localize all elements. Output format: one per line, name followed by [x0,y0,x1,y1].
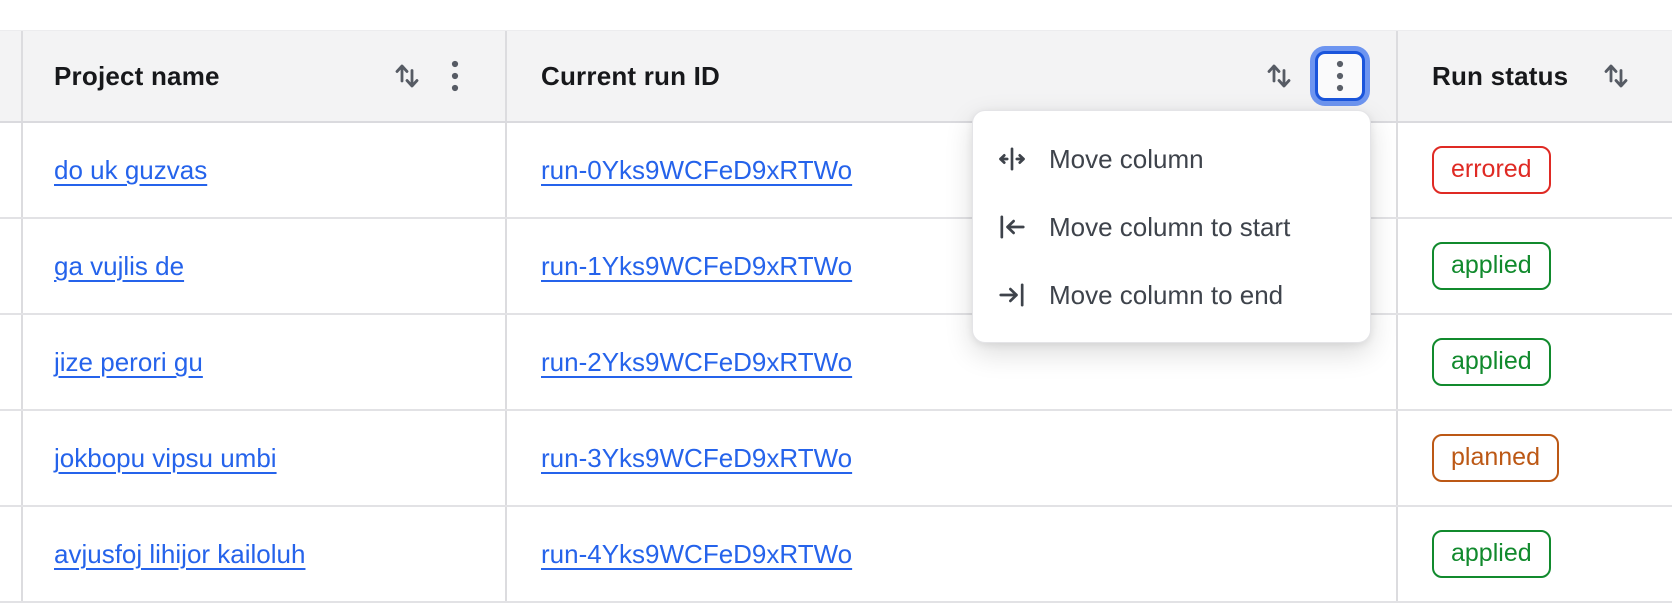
run-status-cell: errored [1398,123,1672,217]
menu-item-label: Move column to end [1049,279,1284,310]
run-id-cell: run-3Yks9WCFeD9xRTWo [507,411,1398,505]
status-badge: planned [1432,434,1559,482]
run-id-link[interactable]: run-2Yks9WCFeD9xRTWo [541,346,853,377]
run-status-cell: applied [1398,507,1672,601]
sort-icon[interactable] [393,61,421,91]
header-project-name: Project name [23,31,507,121]
run-id-cell: run-2Yks9WCFeD9xRTWo [507,315,1398,409]
sort-icon[interactable] [1265,61,1293,91]
project-link[interactable]: do uk guzvas [54,154,208,185]
table-row: jokbopu vipsu umbi run-3Yks9WCFeD9xRTWo … [0,411,1672,507]
table-row: avjusfoj lihijor kailoluh run-4Yks9WCFeD… [0,507,1672,603]
move-column-icon [997,144,1027,174]
run-id-cell: run-1Yks9WCFeD9xRTWo [507,219,1398,313]
project-name-cell: jokbopu vipsu umbi [23,411,507,505]
row-spacer-cell [0,315,23,409]
row-spacer-cell [0,219,23,313]
header-run-status: Run status [1398,31,1672,121]
menu-item-move-column-to-end[interactable]: Move column to end [973,261,1370,329]
menu-item-label: Move column to start [1049,211,1291,242]
run-id-link[interactable]: run-0Yks9WCFeD9xRTWo [541,154,853,185]
run-id-link[interactable]: run-1Yks9WCFeD9xRTWo [541,250,853,281]
table-header-row: Project name Current run ID [0,30,1672,123]
table-row: jize perori gu run-2Yks9WCFeD9xRTWo appl… [0,315,1672,411]
row-spacer-cell [0,123,23,217]
project-name-cell: avjusfoj lihijor kailoluh [23,507,507,601]
status-badge: applied [1432,338,1551,386]
menu-item-move-column-to-start[interactable]: Move column to start [973,193,1370,261]
header-spacer-cell [0,31,23,121]
run-id-link[interactable]: run-4Yks9WCFeD9xRTWo [541,538,853,569]
table-row: ga vujlis de run-1Yks9WCFeD9xRTWo applie… [0,219,1672,315]
sort-icon[interactable] [1602,61,1630,91]
run-status-cell: planned [1398,411,1672,505]
menu-item-label: Move column [1049,143,1204,174]
project-name-cell: do uk guzvas [23,123,507,217]
run-status-cell: applied [1398,315,1672,409]
move-column-to-start-icon [997,212,1027,242]
status-badge: applied [1432,530,1551,578]
project-link[interactable]: jize perori gu [54,346,203,377]
column-label-current-run-id: Current run ID [541,60,721,91]
header-current-run-id: Current run ID [507,31,1398,121]
run-id-cell: run-0Yks9WCFeD9xRTWo [507,123,1398,217]
column-label-run-status: Run status [1432,60,1569,91]
column-label-project-name: Project name [54,60,220,91]
project-link[interactable]: ga vujlis de [54,250,185,281]
project-name-cell: ga vujlis de [23,219,507,313]
project-name-cell: jize perori gu [23,315,507,409]
status-badge: applied [1432,242,1551,290]
run-status-cell: applied [1398,219,1672,313]
row-spacer-cell [0,411,23,505]
row-spacer-cell [0,507,23,601]
column-actions-menu: Move column Move column to start Move co… [972,110,1371,343]
kebab-menu-icon[interactable] [451,59,459,93]
run-id-cell: run-4Yks9WCFeD9xRTWo [507,507,1398,601]
table-row: do uk guzvas run-0Yks9WCFeD9xRTWo errore… [0,123,1672,219]
menu-item-move-column[interactable]: Move column [973,125,1370,193]
project-link[interactable]: jokbopu vipsu umbi [54,442,277,473]
runs-table: Project name Current run ID [0,30,1672,603]
move-column-to-end-icon [997,280,1027,310]
kebab-menu-icon-active[interactable] [1315,51,1365,101]
run-id-link[interactable]: run-3Yks9WCFeD9xRTWo [541,442,853,473]
project-link[interactable]: avjusfoj lihijor kailoluh [54,538,306,569]
status-badge: errored [1432,146,1551,194]
